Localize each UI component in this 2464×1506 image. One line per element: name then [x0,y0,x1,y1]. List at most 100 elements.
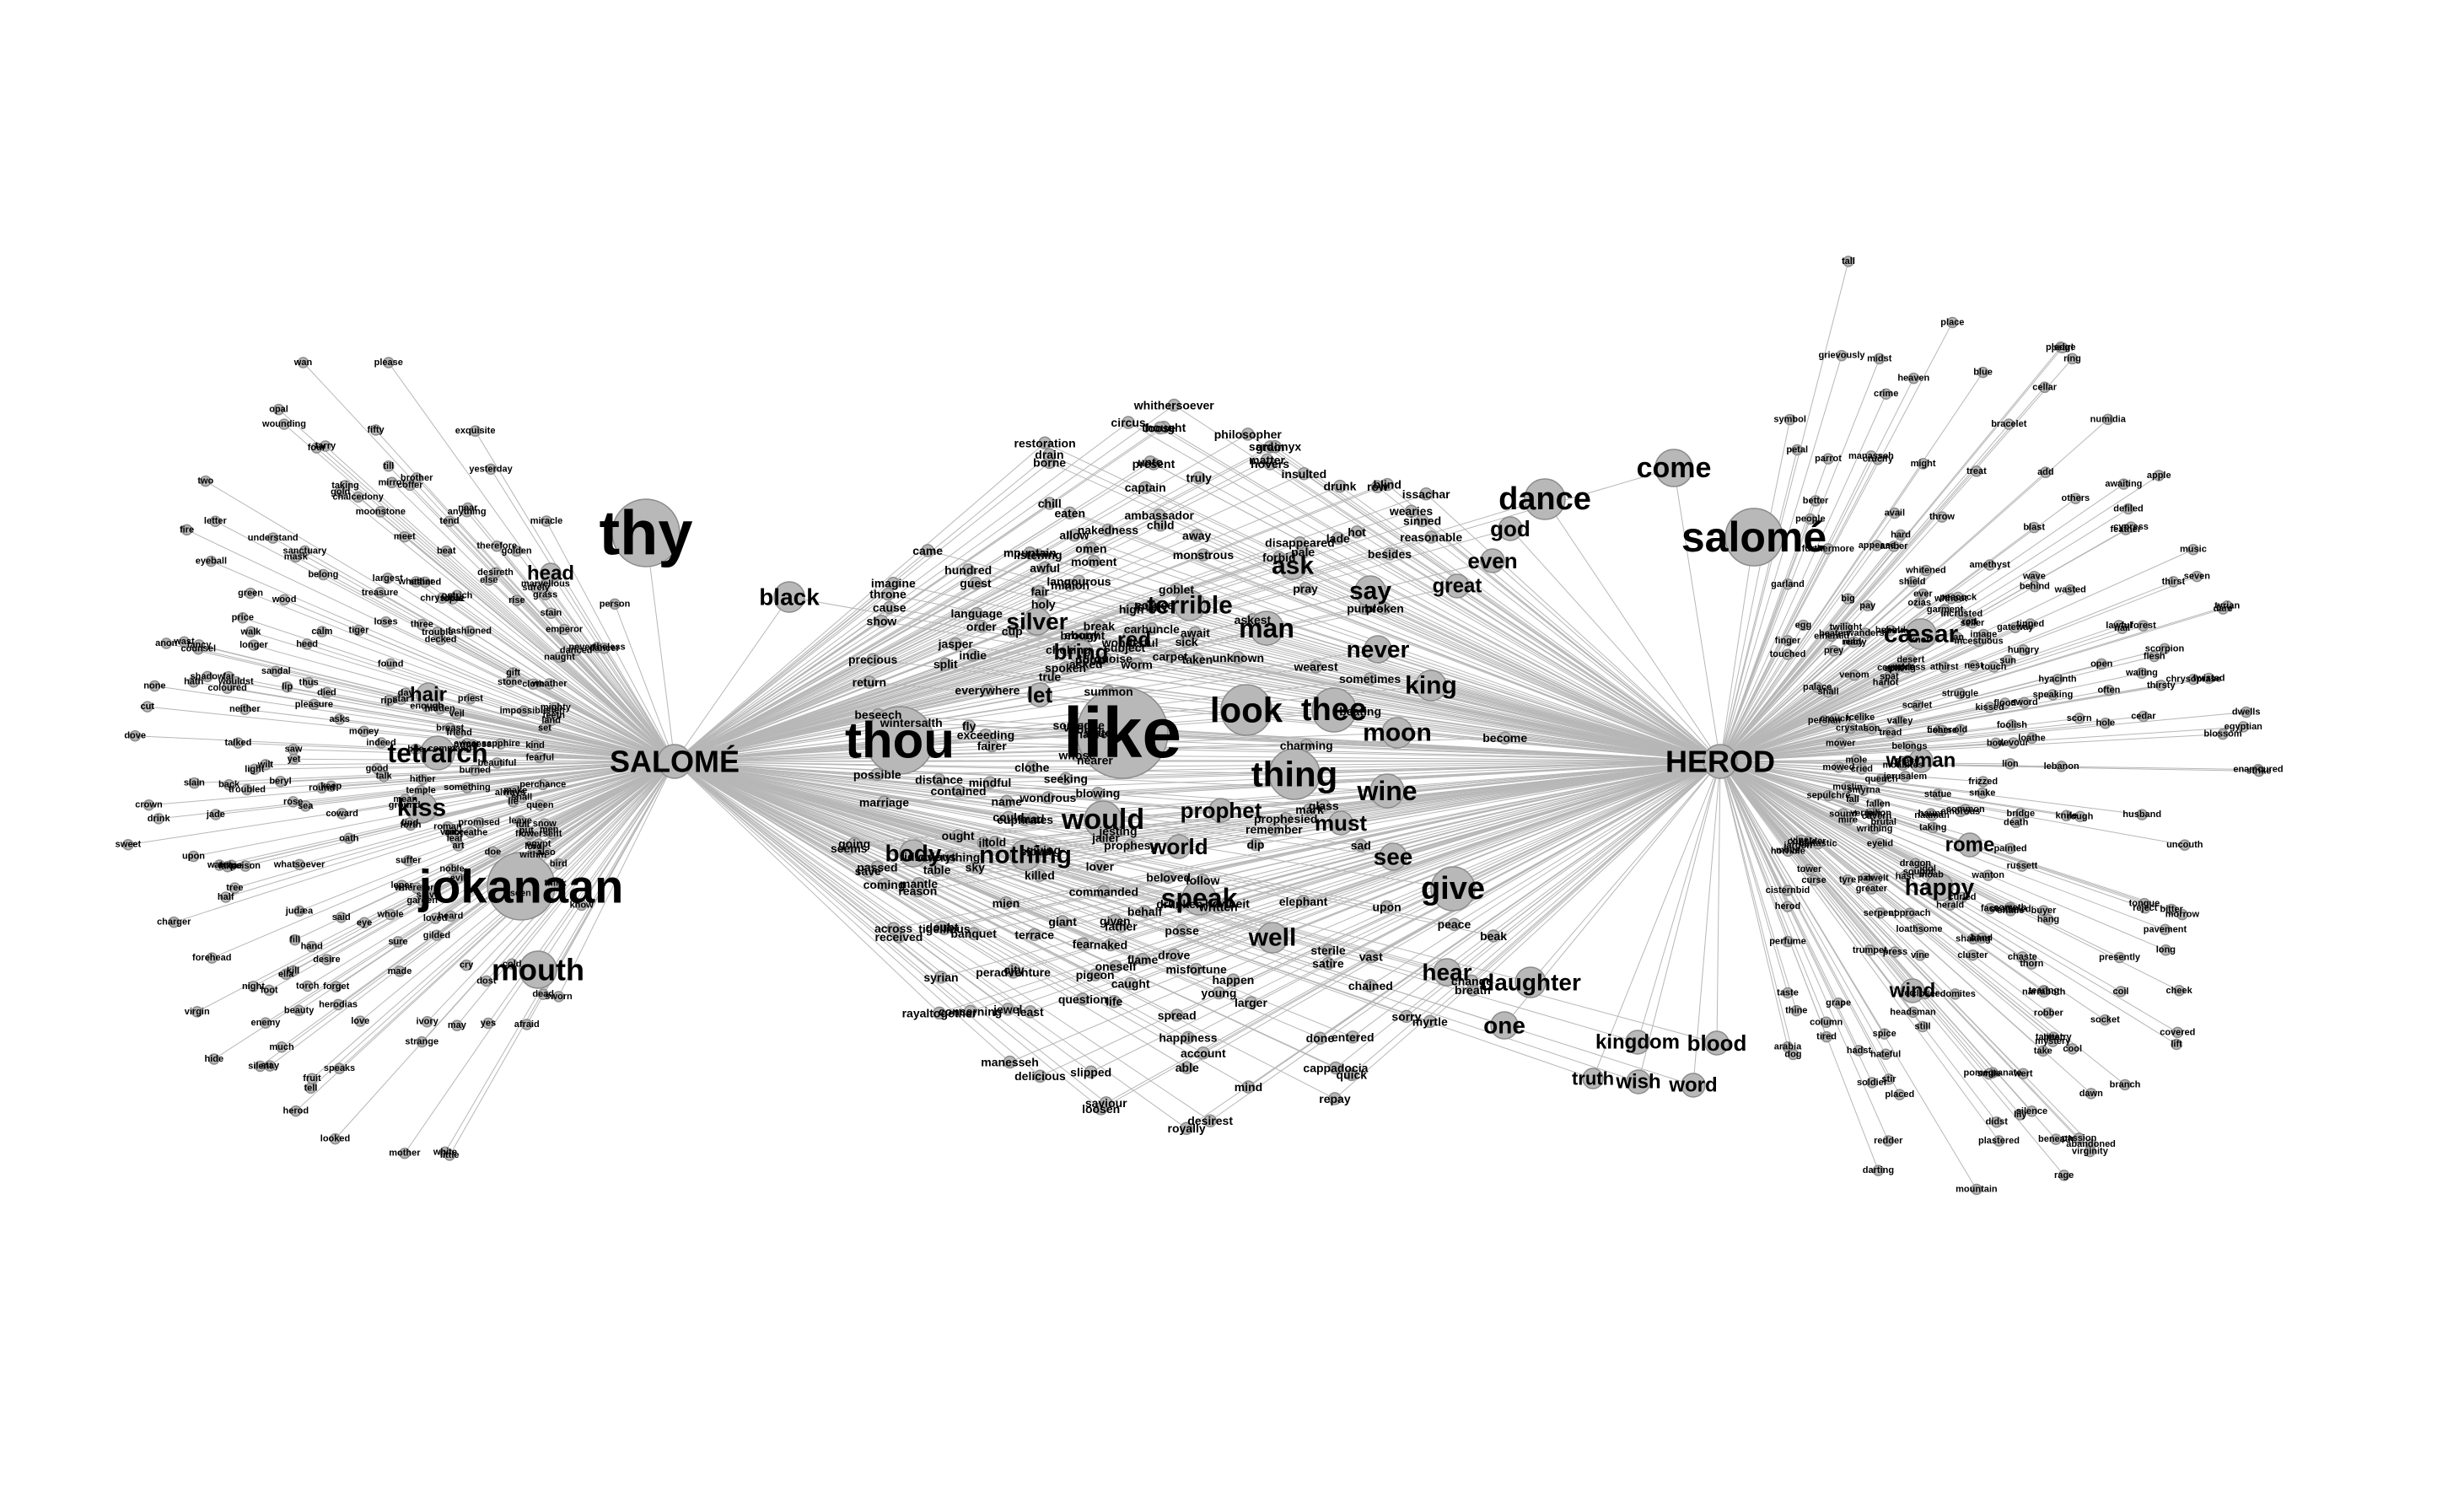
label-mien: mien [993,896,1020,910]
label-wan: wan [293,358,313,368]
edge-herod-reject [1719,761,2145,909]
edge-salome-treasure [379,592,675,762]
edge-salome-wish [674,761,1639,1083]
edge-herod-scarlet [1719,705,1918,762]
edge-herod-moab [1719,761,1932,876]
label-strange: strange [405,1037,438,1047]
label-split: split [933,658,958,671]
label-blue: blue [1973,368,1993,378]
edge-herod-arabia [1719,761,1789,1047]
label-seller: seller [1961,618,1985,628]
label-venom: venom [1839,670,1870,680]
label-mother: mother [389,1148,421,1159]
label-back: back [218,780,240,790]
edge-herod-myrtle [1429,761,1721,1022]
label-wasted: wasted [2054,585,2086,595]
edge-salome-across [674,761,894,929]
label-naaman: naaman [1914,810,1950,820]
edge-salome-leave [519,761,675,822]
edge-salome-whatsoever [299,761,675,865]
label-possible: possible [853,767,901,781]
label-listen: listen [541,706,565,716]
label-never: never [1347,637,1410,663]
label-chalcedony: chalcedony [332,492,384,502]
edge-herod-mystery [1719,761,2053,1042]
label-reason: reason [898,885,937,898]
label-nothing: nothing [979,842,1072,869]
label-made: made [388,966,412,976]
edge-herod-royally [1186,761,1721,1129]
edge-salome-name [674,761,1007,802]
label-whitened: whitened [1905,566,1946,576]
label-ready: ready [1842,637,1867,647]
label-smile: smile [1977,1069,2001,1079]
node-evil [452,872,464,885]
label-received: received [875,930,923,944]
edge-herod-wert [1719,761,2024,1074]
label-hide: hide [205,1054,224,1064]
edge-herod-stir [1719,761,1890,1080]
edge-herod-true [1049,676,1721,762]
label-body: body [885,841,942,867]
label-beak: beak [1480,929,1507,943]
edge-salome-sworn [558,761,675,998]
label-didst: didst [1986,1117,2009,1127]
label-common: common [1946,804,1985,815]
label-mire: mire [1838,815,1858,826]
edge-herod-jewel [1008,761,1721,1010]
edge-herod-litter [1719,761,2054,1039]
label-name: name [992,794,1023,808]
label-larger: larger [1235,996,1267,1009]
edge-herod-well [1272,761,1721,939]
label-struggle: struggle [1942,689,1978,699]
node-sworn [552,991,565,1003]
label-narraboth: narraboth [2022,987,2066,997]
edge-herod-able [1186,761,1721,1068]
edge-salome-thy [645,532,675,762]
edge-herod-husband [1719,761,2143,815]
label-man: man [1239,613,1294,643]
label-twilight: twilight [1830,622,1863,632]
label-danced: danced [560,645,593,655]
label-desire: desire [313,955,340,965]
label-captain: captain [1125,481,1166,494]
edge-herod-taken [1197,659,1721,762]
edge-herod-manasseh [1719,455,1872,762]
label-ought: ought [942,829,975,842]
node-suffer [402,854,414,867]
label-shall: shall [1818,687,1839,697]
label-band: band [1971,933,1993,944]
label-show: show [867,615,897,628]
edge-herod-horrible [1719,761,1789,852]
label-taking: taking [1919,822,1946,832]
label-dove: dove [124,731,146,741]
label-painted: painted [1993,843,2026,853]
label-cellar: cellar [2032,382,2057,392]
label-enemy: enemy [251,1018,282,1028]
edge-herod-take [1719,761,2044,1052]
label-sanctuary: sanctuary [282,546,327,557]
label-mindful: mindful [969,776,1012,789]
label-valley: valley [1887,716,1913,726]
label-marriage: marriage [859,795,909,809]
edge-salome-minion [674,584,1071,762]
label-thirsty: thirsty [2147,680,2176,691]
label-repay: repay [1319,1092,1351,1105]
label-sworn: sworn [545,992,573,1002]
edge-herod-parrot [1719,458,1829,762]
edge-salome-silver [674,621,1038,762]
edge-salome-foot [268,761,675,991]
edge-salome-drain [674,454,1050,762]
label-garment: garment [1927,605,1964,615]
edge-salome-hair [428,694,675,762]
node-night [247,981,260,992]
label-syrian: syrian [923,971,958,984]
label-done: done [1306,1031,1335,1045]
label-hither: hither [410,774,436,784]
edge-herod-press [1719,761,1896,953]
node-saw [288,743,299,756]
label-athirst: athirst [1930,662,1959,672]
label-save: save [855,864,881,878]
label-misfortune: misfortune [1165,963,1227,976]
label-loathe: loathe [2018,733,2045,743]
